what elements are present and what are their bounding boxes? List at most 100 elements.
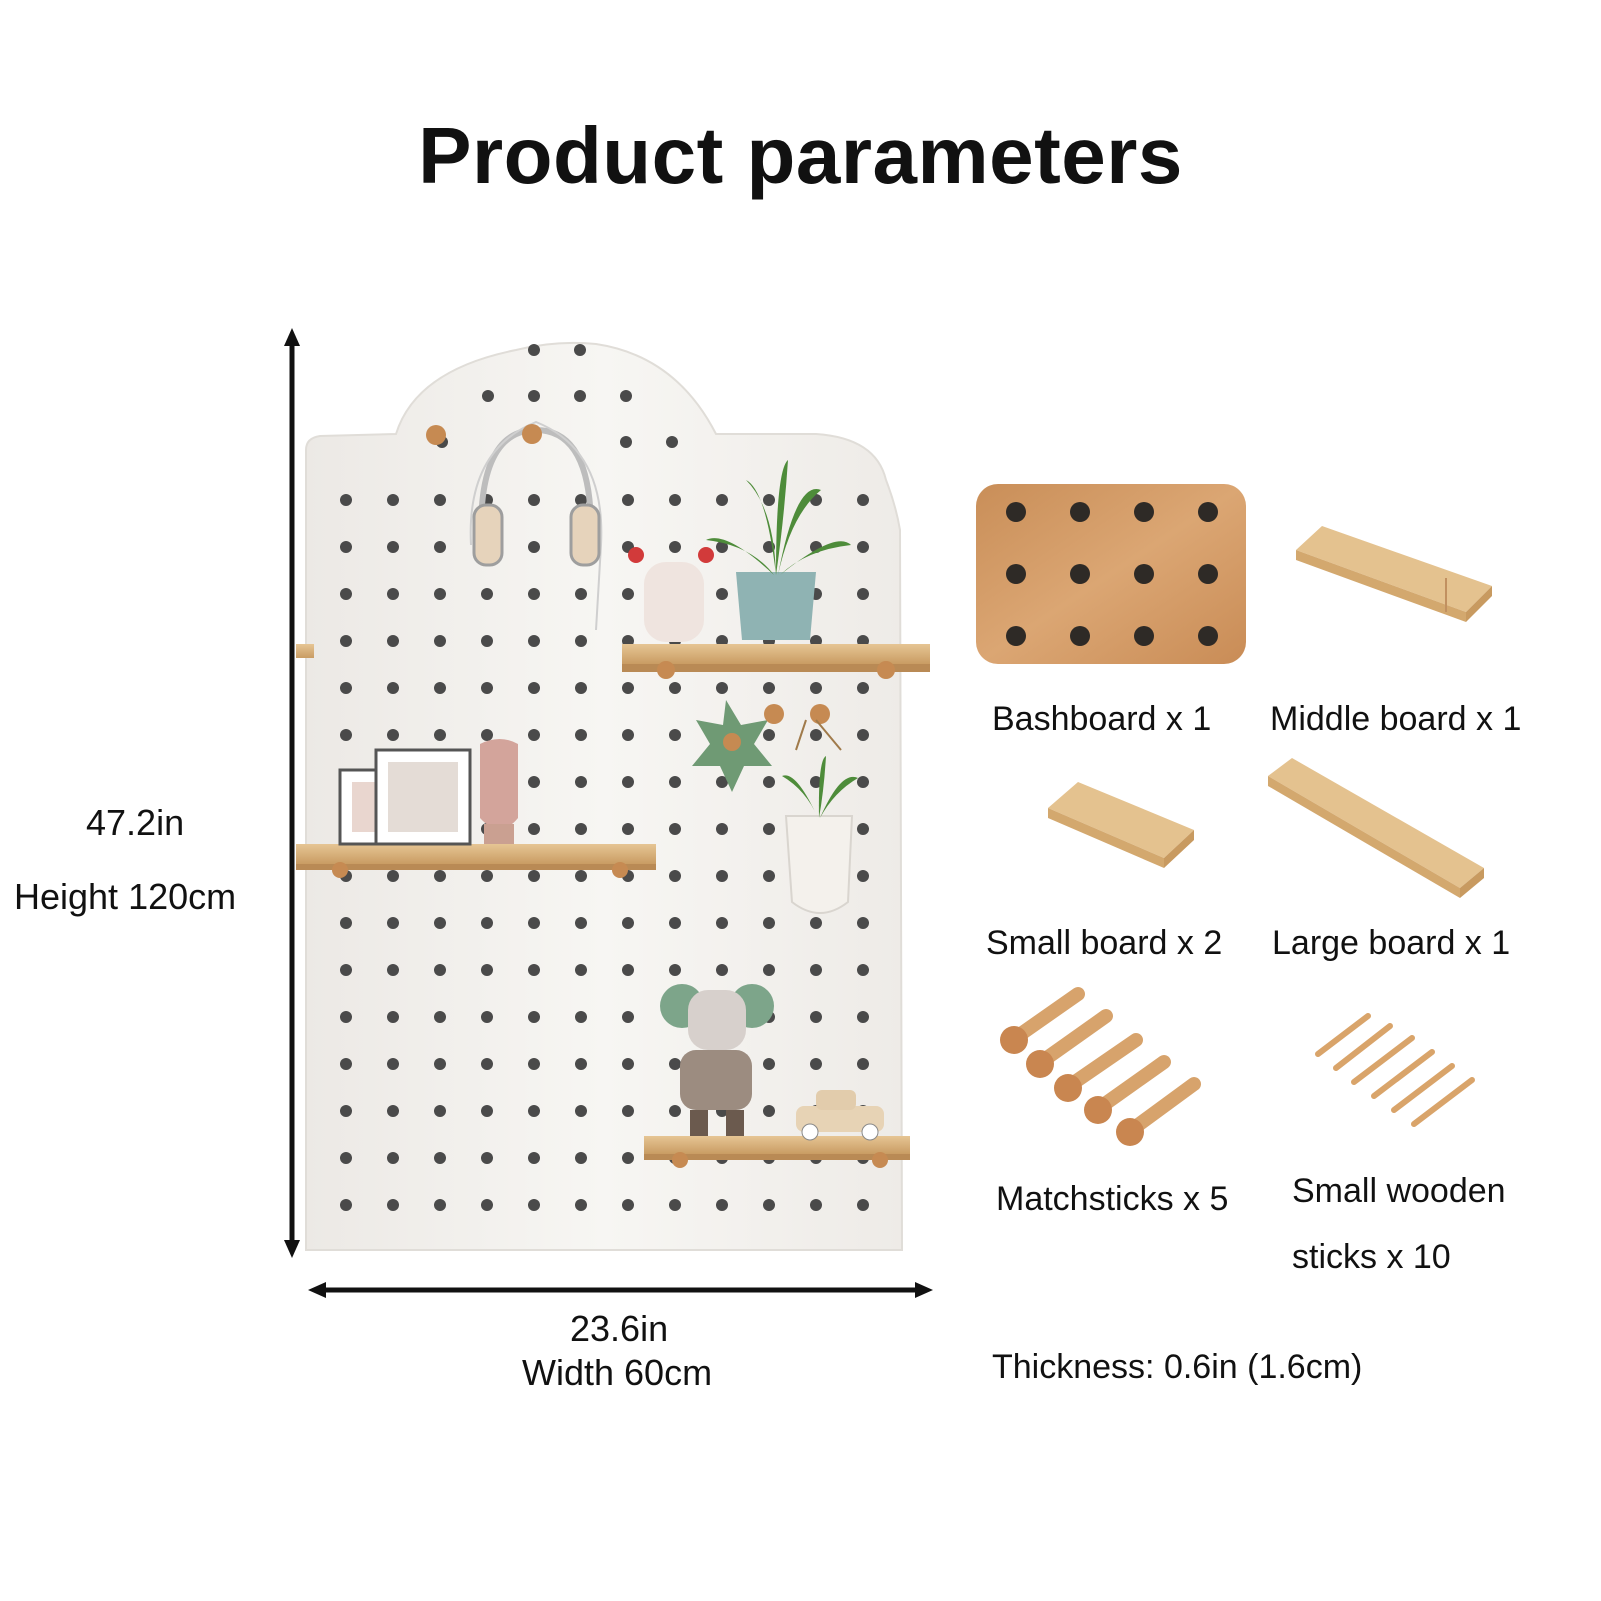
- peg-hole: [857, 682, 869, 694]
- peg-hole: [340, 1058, 352, 1070]
- peg-hole: [575, 776, 587, 788]
- peg-hole: [575, 494, 587, 506]
- peg-hole: [528, 541, 540, 553]
- peg-hole: [622, 964, 634, 976]
- peg-hole: [575, 682, 587, 694]
- peg-hole: [528, 1199, 540, 1211]
- peg-hole: [716, 870, 728, 882]
- width-arrow: [308, 1282, 933, 1298]
- peg-hole: [528, 682, 540, 694]
- small-board-part-image: [1048, 782, 1194, 868]
- peg-hole: [528, 494, 540, 506]
- peg-hole: [763, 729, 775, 741]
- peg-hole: [622, 729, 634, 741]
- peg-hole: [857, 541, 869, 553]
- peg-hole: [622, 1199, 634, 1211]
- peg-hole: [387, 1011, 399, 1023]
- peg-hole: [763, 823, 775, 835]
- peg-hole: [622, 1152, 634, 1164]
- height-imperial-label: 47.2in: [86, 802, 185, 843]
- bashboard-part-image: [976, 484, 1246, 664]
- peg-hole: [481, 870, 493, 882]
- peg-hole: [763, 964, 775, 976]
- peg-hole: [669, 494, 681, 506]
- peg-hole: [528, 390, 540, 402]
- peg-hole: [481, 588, 493, 600]
- peg-hole: [434, 1105, 446, 1117]
- peg-hole: [434, 588, 446, 600]
- peg-hole: [340, 682, 352, 694]
- peg-hole: [669, 729, 681, 741]
- peg-hole: [387, 729, 399, 741]
- peg-hole: [340, 635, 352, 647]
- peg-hole: [481, 1011, 493, 1023]
- peg-hole: [669, 541, 681, 553]
- peg-hole: [387, 635, 399, 647]
- page-title: Product parameters: [418, 111, 1183, 200]
- peg-hole: [622, 776, 634, 788]
- peg-hole: [622, 1058, 634, 1070]
- peg-hole: [387, 682, 399, 694]
- peg-hole: [528, 823, 540, 835]
- peg-hole: [575, 729, 587, 741]
- peg-hole: [528, 1152, 540, 1164]
- peg-hole: [575, 1105, 587, 1117]
- peg-hole: [763, 494, 775, 506]
- peg-hole: [434, 682, 446, 694]
- peg-hole: [340, 588, 352, 600]
- peg-hole: [528, 344, 540, 356]
- peg-hole: [622, 917, 634, 929]
- peg-hole: [857, 964, 869, 976]
- peg-hole: [857, 776, 869, 788]
- peg-hole: [669, 1105, 681, 1117]
- peg-hole: [716, 964, 728, 976]
- peg-hole: [482, 390, 494, 402]
- thickness-label: Thickness: 0.6in (1.6cm): [992, 1348, 1363, 1386]
- peg-hole: [716, 541, 728, 553]
- matchsticks-label: Matchsticks x 5: [996, 1180, 1229, 1218]
- peg-hole: [528, 964, 540, 976]
- peg-hole: [434, 1199, 446, 1211]
- peg-hole: [528, 1058, 540, 1070]
- peg-hole: [481, 1152, 493, 1164]
- peg-hole: [810, 1058, 822, 1070]
- peg-hole: [620, 436, 632, 448]
- peg-hole: [387, 870, 399, 882]
- peg-hole: [434, 1011, 446, 1023]
- peg-hole: [669, 1058, 681, 1070]
- peg-hole: [387, 964, 399, 976]
- peg-hole: [387, 541, 399, 553]
- peg-hole: [575, 635, 587, 647]
- large-board-label: Large board x 1: [1272, 924, 1511, 962]
- peg-hole: [387, 588, 399, 600]
- peg-hole: [434, 917, 446, 929]
- peg-hole: [528, 776, 540, 788]
- peg-hole: [669, 964, 681, 976]
- peg-hole: [810, 917, 822, 929]
- peg-hole: [340, 1152, 352, 1164]
- peg-hole: [669, 1199, 681, 1211]
- peg-hole: [481, 1058, 493, 1070]
- peg-hole: [387, 917, 399, 929]
- large-board-part-image: [1268, 758, 1484, 898]
- peg-hole: [575, 870, 587, 882]
- headphones-decor: [469, 420, 603, 631]
- peg-hole: [575, 1199, 587, 1211]
- peg-hole: [481, 635, 493, 647]
- peg-hole: [622, 823, 634, 835]
- peg-hole: [434, 541, 446, 553]
- peg-hole: [434, 494, 446, 506]
- peg-hole: [387, 494, 399, 506]
- pegboard-illustration: [296, 341, 930, 1251]
- peg-hole: [387, 1152, 399, 1164]
- peg-hole: [716, 588, 728, 600]
- peg-hole: [620, 390, 632, 402]
- peg-hole: [434, 964, 446, 976]
- peg-hole: [716, 776, 728, 788]
- peg-hole: [666, 436, 678, 448]
- peg-hole: [575, 1152, 587, 1164]
- peg-hole: [481, 964, 493, 976]
- peg-hole: [434, 635, 446, 647]
- peg-hole: [810, 682, 822, 694]
- peg-hole: [716, 682, 728, 694]
